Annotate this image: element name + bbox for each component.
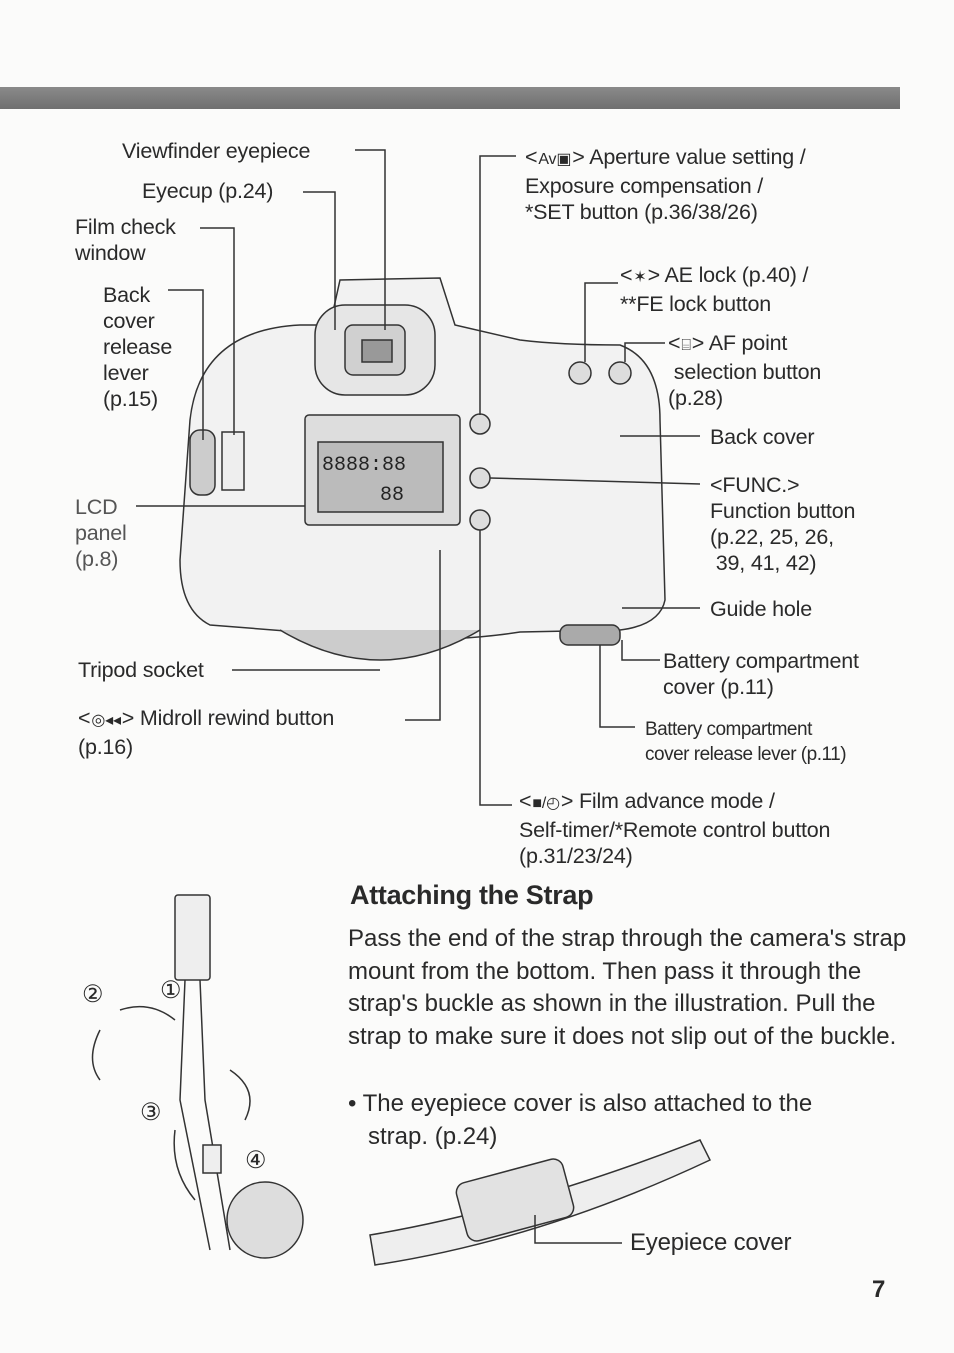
- label-eyecup: Eyecup (p.24): [142, 179, 274, 203]
- label-eyepiece-cover: Eyepiece cover: [630, 1229, 792, 1256]
- step-4-marker: ④: [245, 1147, 267, 1174]
- af-point-icon: ⌸: [681, 337, 691, 354]
- aperture-exposure-icon: Av▣: [538, 151, 572, 168]
- label-guide-hole: Guide hole: [710, 597, 812, 621]
- label-film-check-window: Film check window: [75, 215, 176, 265]
- label-battery-cover: Battery compartment cover (p.11): [663, 649, 859, 699]
- midroll-rewind-icon: ◎◂◂: [91, 712, 121, 729]
- section-bullet: • The eyepiece cover is also attached to…: [348, 1090, 813, 1150]
- label-back-cover: Back cover: [710, 425, 815, 449]
- drive-selftimer-icon: ■/◴: [532, 795, 560, 812]
- svg-text:88: 88: [380, 484, 404, 507]
- step-3-marker: ③: [140, 1099, 162, 1126]
- header-bar: [0, 87, 900, 109]
- section-body: Pass the end of the strap through the ca…: [348, 925, 907, 1050]
- svg-text:8888:88: 8888:88: [322, 454, 406, 477]
- label-lcd-panel: LCD panel (p.8): [75, 495, 127, 571]
- page-number: 7: [872, 1276, 886, 1303]
- label-tripod-socket: Tripod socket: [78, 658, 204, 682]
- label-viewfinder-eyepiece: Viewfinder eyepiece: [122, 139, 311, 163]
- label-ae-lock: <✶> AE lock (p.40) / **FE lock button: [620, 263, 809, 316]
- label-battery-release: Battery compartment cover release lever …: [645, 719, 847, 765]
- label-film-advance: <■/◴> Film advance mode / Self-timer/*Re…: [519, 789, 831, 868]
- label-func-button: <FUNC.> Function button (p.22, 25, 26, 3…: [710, 473, 856, 575]
- label-af-point: <⌸> AF point selection button (p.28): [668, 331, 822, 410]
- label-midroll-rewind: <◎◂◂> Midroll rewind button (p.16): [78, 706, 335, 759]
- label-back-cover-release-lever: Back cover release lever (p.15): [103, 283, 173, 411]
- step-2-marker: ②: [82, 981, 104, 1008]
- step-1-marker: ①: [160, 977, 182, 1004]
- section-title: Attaching the Strap: [350, 880, 594, 910]
- label-av-button: <Av▣> Aperture value setting / Exposure …: [525, 145, 806, 224]
- ae-lock-icon: ✶: [633, 269, 647, 286]
